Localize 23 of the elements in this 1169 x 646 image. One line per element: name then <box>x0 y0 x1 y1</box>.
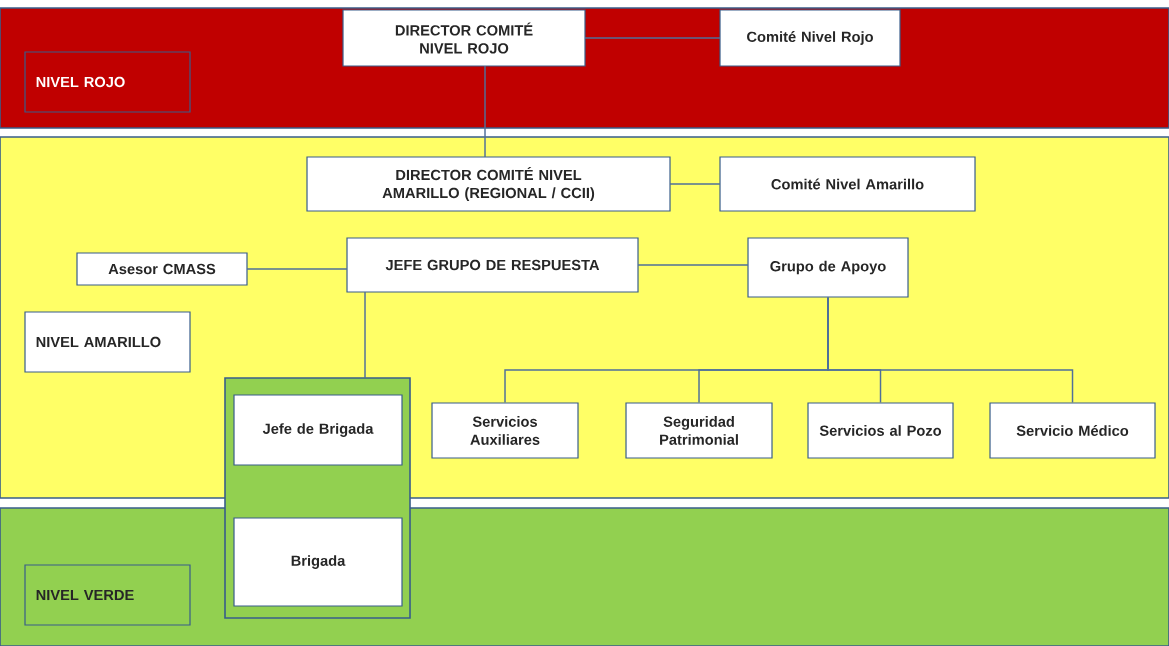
org-box: Servicios al Pozo <box>807 402 954 459</box>
level-label-box: NIVEL VERDE <box>24 564 191 626</box>
connector-line <box>484 65 486 158</box>
connector-line <box>584 37 721 39</box>
org-box: Grupo de Apoyo <box>747 237 909 298</box>
org-box: NIVEL AMARILLO <box>24 311 191 373</box>
connector-line <box>827 296 1074 404</box>
org-box: DIRECTOR COMITÉ NIVEL AMARILLO (REGIONAL / CCII) <box>306 156 671 212</box>
connector-line <box>669 183 721 185</box>
org-box: Seguridad Patrimonial <box>625 402 773 459</box>
level-label-box: NIVEL ROJO <box>24 51 191 113</box>
org-box: Servicios Auxiliares <box>431 402 579 459</box>
org-box: Comité Nivel Amarillo <box>719 156 976 212</box>
org-box: Servicio Médico <box>989 402 1156 459</box>
org-box: Comité Nivel Rojo <box>719 9 901 67</box>
org-box: JEFE GRUPO DE RESPUESTA <box>346 237 639 293</box>
org-box: Brigada <box>233 517 403 607</box>
connector-line <box>637 264 749 266</box>
org-box: DIRECTOR COMITÉ NIVEL ROJO <box>342 9 586 67</box>
connector-line <box>246 268 348 270</box>
connector-line <box>364 291 366 379</box>
org-box: Jefe de Brigada <box>233 394 403 466</box>
org-box: Asesor CMASS <box>76 252 248 286</box>
